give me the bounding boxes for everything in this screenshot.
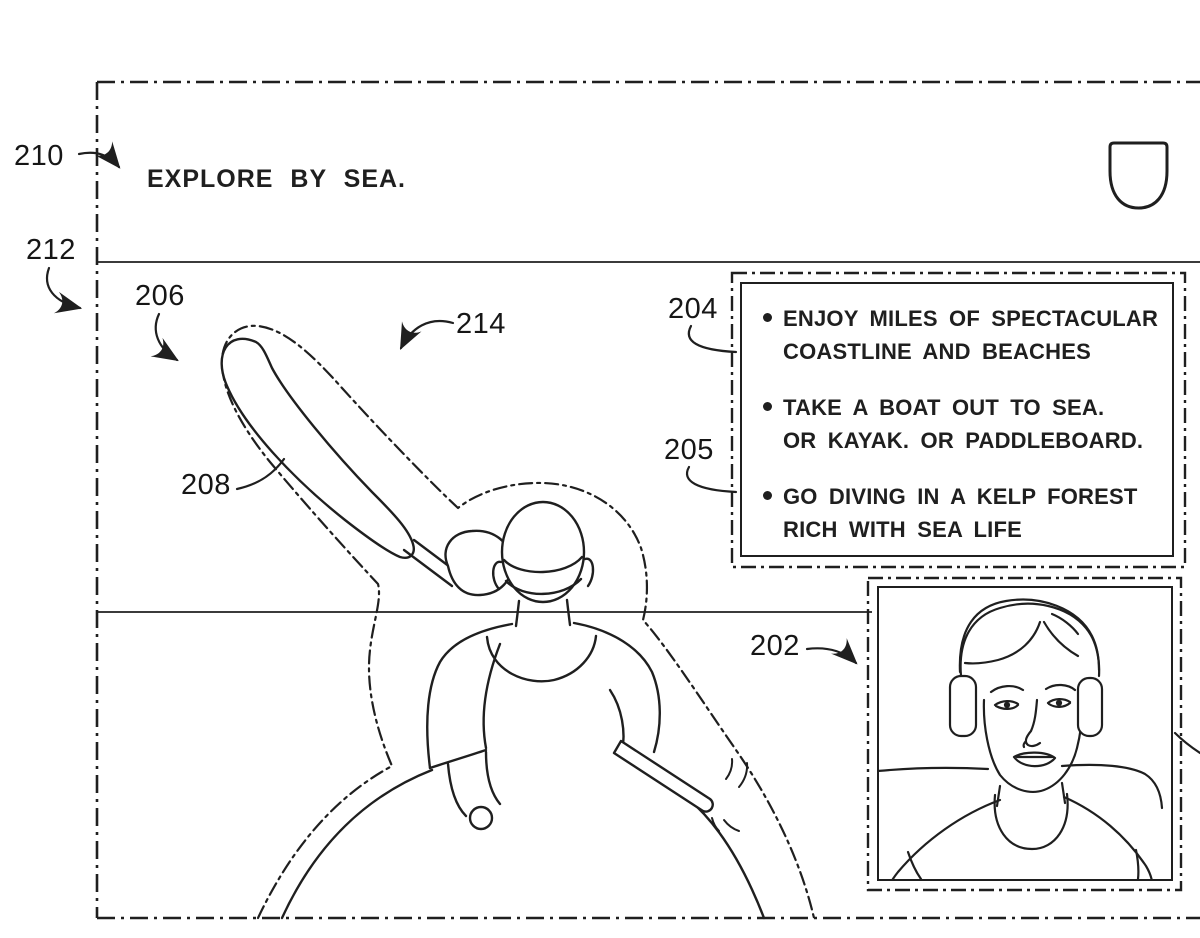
ref-label-208: 208 [181, 469, 231, 502]
bullet-line: TAKE A BOAT OUT TO SEA. [783, 391, 1143, 424]
ref-label-210: 210 [14, 140, 64, 173]
headphone-cup-left [950, 676, 976, 736]
person-pupil-left [1005, 703, 1009, 707]
kayaker-illustration [222, 326, 814, 918]
highlight-dashdot-outline [222, 326, 814, 918]
leader-204 [689, 326, 736, 352]
chair-back-left [878, 768, 988, 771]
kayaker-left-forearm [448, 752, 500, 816]
chair-back-right [1062, 765, 1162, 808]
kayak-bow-left [282, 770, 432, 918]
bullet-panel: ENJOY MILES OF SPECTACULAR COASTLINE AND… [741, 283, 1173, 556]
bullet-line: OR KAYAK. OR PADDLEBOARD. [783, 424, 1143, 457]
bullet-dot-icon [763, 491, 772, 500]
ref-label-214: 214 [456, 308, 506, 341]
kayaker-left-hand [470, 807, 492, 829]
ref-label-202: 202 [750, 630, 800, 663]
kayaker-torso-right [574, 623, 660, 752]
ref-label-205: 205 [664, 434, 714, 467]
splash-marks [712, 759, 747, 831]
headphones-band [960, 600, 1099, 672]
bullet-line: COASTLINE AND BEACHES [783, 335, 1158, 368]
person-eyebrows [991, 685, 1075, 692]
person-pupil-right [1057, 701, 1061, 705]
list-item: GO DIVING IN A KELP FOREST RICH WITH SEA… [763, 480, 1163, 546]
ref-label-212: 212 [26, 234, 76, 267]
bullet-line: GO DIVING IN A KELP FOREST [783, 480, 1138, 513]
bullet-dot-icon [763, 402, 772, 411]
leader-205 [687, 467, 736, 492]
ref-label-204: 204 [668, 293, 718, 326]
header-title: EXPLORE BY SEA. [147, 165, 406, 194]
person-mouth [1014, 753, 1055, 767]
kayaker-left-cuff [430, 750, 486, 768]
person-collar [995, 794, 1068, 849]
person-nose [1024, 700, 1040, 747]
kayaker-neck [516, 600, 570, 626]
list-item: ENJOY MILES OF SPECTACULAR COASTLINE AND… [763, 302, 1163, 368]
bullet-line: RICH WITH SEA LIFE [783, 513, 1138, 546]
ref-label-206: 206 [135, 280, 185, 313]
person-neck [997, 783, 1065, 806]
headphone-cup-right [1078, 678, 1102, 736]
paddle-blade [222, 339, 414, 558]
kayaker-collar [487, 636, 596, 681]
video-thumbnail-border [868, 578, 1181, 890]
shield-icon [1110, 143, 1167, 208]
video-person-illustration [878, 600, 1162, 885]
person-shoulder-left [890, 800, 1000, 885]
leader-214 [401, 321, 453, 348]
leader-cutoff-right [1175, 733, 1200, 753]
bullet-line: ENJOY MILES OF SPECTACULAR [783, 302, 1158, 335]
leader-202 [807, 648, 856, 663]
leader-206 [156, 314, 177, 360]
leader-210 [79, 153, 119, 167]
bullet-dot-icon [763, 313, 772, 322]
person-hair-part-left [965, 622, 1040, 663]
paddle-shaft-lower [614, 741, 713, 812]
leader-208 [237, 459, 284, 489]
leader-212 [47, 268, 80, 308]
kayaker-ear-right [585, 559, 593, 586]
kayaker-left-sleeve [484, 644, 500, 748]
list-item: TAKE A BOAT OUT TO SEA. OR KAYAK. OR PAD… [763, 391, 1163, 457]
shirt-crease-left [908, 852, 921, 879]
